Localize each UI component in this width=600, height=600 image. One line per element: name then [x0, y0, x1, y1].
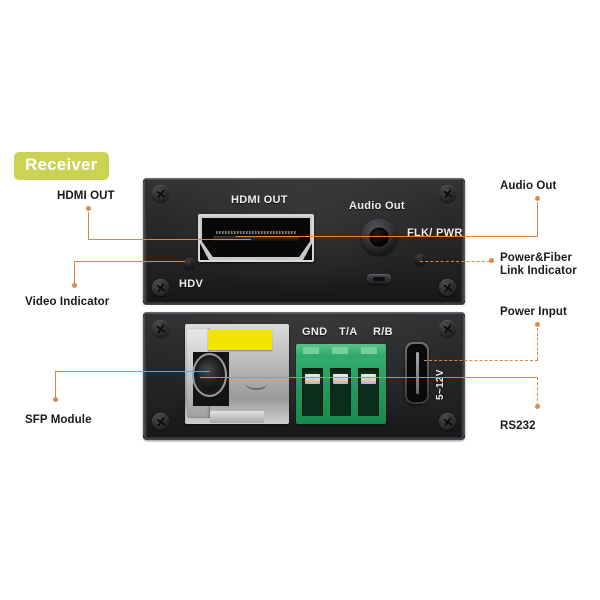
screw-bp-bottom-left [152, 413, 169, 430]
top-panel-top-lip [144, 178, 464, 180]
hdmi-port-inner [200, 216, 312, 260]
callout-dashline-power-fiber [420, 261, 490, 262]
screw-bottom-left [152, 279, 169, 296]
callout-label-sfp-module: SFP Module [25, 414, 92, 426]
hdmi-port-pins [215, 230, 297, 234]
panel-gap [143, 305, 465, 312]
silk-rb: R/B [373, 326, 393, 338]
terminal-notch-1 [303, 347, 320, 354]
callout-label-power-input: Power Input [500, 306, 567, 318]
callout-label-power-fiber: Power&Fiber Link Indicator [500, 252, 577, 277]
screw-top-right [439, 185, 456, 202]
sfp-foot [209, 411, 265, 423]
callout-vline-hdmi-out [88, 212, 89, 239]
callout-dot-power-input [535, 322, 540, 327]
callout-dot-rs232 [535, 404, 540, 409]
callout-hline-sfp-module [55, 371, 210, 372]
hdmi-port-tongue [213, 236, 299, 242]
device-top-panel: HDMI OUT Audio Out FLK/ PWR HDV [143, 178, 465, 305]
callout-dot-power-fiber [489, 258, 494, 263]
sfp-emboss [245, 376, 269, 390]
screw-bp-top-left [152, 320, 169, 337]
hdmi-out-port[interactable] [198, 214, 314, 262]
audio-jack-hole [369, 227, 389, 247]
callout-hline-audio-out [236, 236, 538, 237]
audio-out-jack[interactable] [361, 219, 397, 255]
callout-dashline-power-input [424, 360, 538, 361]
rs232-terminal-block[interactable] [296, 344, 386, 424]
usbc-inner [407, 344, 427, 402]
terminal-port-rb[interactable] [358, 368, 379, 416]
reset-slot-inner [372, 276, 386, 282]
receiver-badge: Receiver [14, 152, 109, 180]
silk-voltage: 5~12V [435, 369, 446, 400]
silk-gnd: GND [302, 326, 328, 338]
callout-hline-rs232 [200, 377, 538, 378]
silk-hdv: HDV [179, 278, 204, 290]
screw-bp-top-right [439, 320, 456, 337]
silk-hdmi-out: HDMI OUT [231, 194, 288, 206]
callout-dot-video-indicator [72, 283, 77, 288]
top-panel-bottom-lip [144, 302, 464, 305]
callout-label-audio-out: Audio Out [500, 180, 557, 192]
terminal-screw-ta [332, 373, 349, 385]
callout-label-video-indicator: Video Indicator [25, 296, 110, 308]
screw-top-left [152, 185, 169, 202]
sfp-fiber-bore [197, 358, 223, 392]
top-panel-left-edge [143, 180, 147, 303]
silk-ta: T/A [339, 326, 358, 338]
callout-label-rs232: RS232 [500, 420, 536, 432]
device-bottom-panel: GND T/A R/B 5~12V [143, 312, 465, 440]
sfp-module[interactable] [185, 324, 289, 424]
screw-bp-bottom-right [439, 413, 456, 430]
bottom-panel-top-lip [144, 312, 464, 314]
terminal-screw-rb [360, 373, 377, 385]
callout-hline-video-indicator [74, 261, 185, 262]
terminal-notch-2 [332, 347, 349, 354]
callout-vline-video-indicator [74, 261, 75, 285]
callout-dashvline-power-input [537, 328, 538, 360]
callout-dot-hdmi-out [86, 206, 91, 211]
hdv-led [184, 258, 195, 269]
bottom-panel-bottom-lip [144, 437, 464, 440]
callout-dot-audio-out [535, 196, 540, 201]
callout-label-hdmi-out: HDMI OUT [57, 190, 115, 202]
callout-dashvline-rs232 [537, 377, 538, 406]
flk-pwr-led [415, 254, 426, 265]
silk-audio-out: Audio Out [349, 200, 405, 212]
bottom-panel-left-edge [143, 314, 147, 438]
callout-hline-hdmi-out [88, 239, 251, 240]
bottom-panel-right-edge [461, 314, 465, 438]
callout-vline-audio-out [537, 202, 538, 236]
terminal-screw-gnd [304, 373, 321, 385]
silk-flk-pwr: FLK/ PWR [407, 227, 463, 239]
terminal-port-gnd[interactable] [302, 368, 323, 416]
terminal-notch-3 [360, 347, 377, 354]
callout-vline-sfp-module [55, 371, 56, 399]
top-panel-right-edge [461, 180, 465, 303]
screw-bottom-right [439, 279, 456, 296]
callout-dot-sfp-module [53, 397, 58, 402]
terminal-port-ta[interactable] [330, 368, 351, 416]
power-input-usbc[interactable] [405, 342, 429, 404]
usbc-tongue [415, 352, 419, 394]
reset-slot[interactable] [367, 274, 391, 284]
sfp-yellow-label [207, 330, 273, 350]
